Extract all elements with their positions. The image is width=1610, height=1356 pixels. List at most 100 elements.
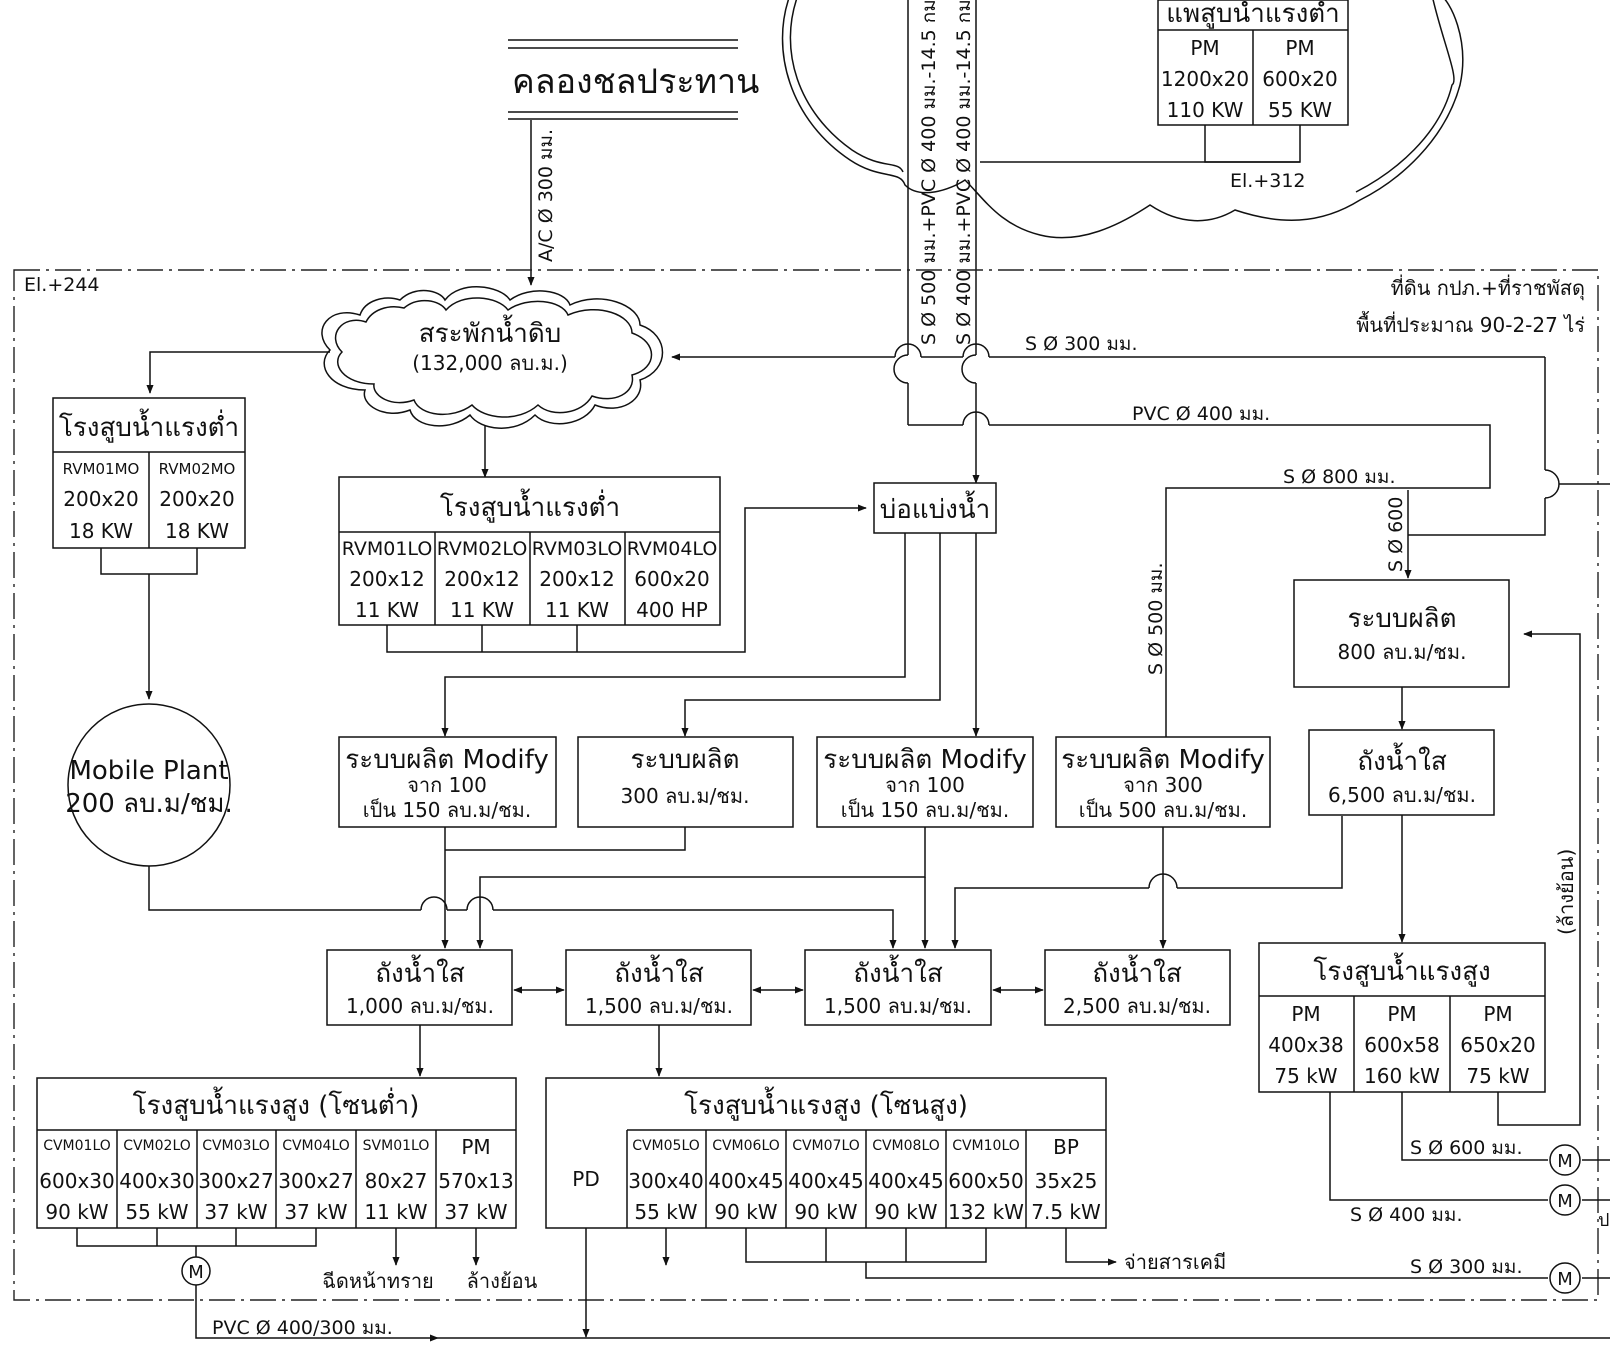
tank-5: ถังน้ำใส 6,500 ลบ.ม/ชม.: [1308, 729, 1495, 816]
hpr-u2-power: 160 kW: [1364, 1064, 1440, 1088]
high-pump-high-zone: โรงสูบน้ำแรงสูง (โซนสูง) PD CVM05LO 300x…: [545, 1077, 1107, 1229]
float-u1-power: 110 KW: [1167, 98, 1244, 122]
tank-3-title: ถังน้ำใส: [853, 954, 943, 989]
mobile-plant-line2: 200 ลบ.ม/ชม.: [65, 789, 233, 819]
meter-low-zone-label: M: [188, 1262, 204, 1283]
mobile-plant-line1: Mobile Plant: [69, 756, 228, 786]
pipe-v2-label: S Ø 400 มม.+PVC Ø 400 มม.-14.5 กม.: [953, 0, 975, 345]
output-chemical-label: จ่ายสารเคมี: [1124, 1250, 1226, 1274]
float-u2-type: PM: [1285, 36, 1314, 60]
hpr-u3-size: 650x20: [1460, 1033, 1535, 1057]
hphz-u5-power: 132 kW: [948, 1200, 1024, 1224]
hphz-u2-size: 400x45: [708, 1169, 783, 1193]
raw-pond-capacity: (132,000 ลบ.ม.): [412, 351, 568, 375]
pipe-s400-out-label: S Ø 400 มม.: [1350, 1204, 1463, 1226]
meter-s600: M: [1549, 1144, 1581, 1176]
pipe-s500-v-label: S Ø 500 มม.: [1145, 563, 1167, 676]
plant-5: ระบบผลิต 800 ลบ.ม/ชม.: [1293, 579, 1510, 688]
hphz-u3-power: 90 kW: [794, 1200, 857, 1224]
divider-label: บ่อแบ่งน้ำ: [880, 490, 990, 525]
hphz-pd: PD: [572, 1167, 599, 1191]
meter-s400: M: [1549, 1184, 1581, 1216]
hpr-u1-power: 75 kW: [1274, 1064, 1337, 1088]
pipe-s800-label: S Ø 800 มม.: [1283, 466, 1396, 488]
lpb-u3-size: 200x12: [539, 567, 614, 591]
low-pump-b-title: โรงสูบน้ำแรงต่ำ: [440, 488, 620, 523]
lpa-u1-size: 200x20: [63, 487, 138, 511]
site-elevation: El.+244: [24, 274, 100, 296]
tank-5-title: ถังน้ำใส: [1357, 742, 1447, 777]
hphz-u1-code: CVM05LO: [632, 1138, 700, 1154]
hphz-u4-size: 400x45: [868, 1169, 943, 1193]
corner-mark: ป: [1598, 1210, 1609, 1231]
canal-label: คลองชลประทาน: [512, 62, 759, 102]
land-line2: พื้นที่ประมาณ 90-2-27 ไร่: [1356, 311, 1585, 337]
plant-4-line2: จาก 300: [1123, 773, 1203, 797]
hpr-u2-type: PM: [1387, 1002, 1416, 1026]
tank-2: ถังน้ำใส 1,500 ลบ.ม/ชม.: [565, 949, 752, 1026]
plant-2: ระบบผลิต 300 ลบ.ม/ชม.: [577, 736, 794, 828]
hphz-title: โรงสูบน้ำแรงสูง (โซนสูง): [684, 1086, 968, 1121]
tank-1-title: ถังน้ำใส: [375, 954, 465, 989]
hplz-u2-code: CVM02LO: [123, 1138, 191, 1154]
hpr-u3-type: PM: [1483, 1002, 1512, 1026]
output-backwash-label: ล้างย้อน: [467, 1269, 538, 1293]
raw-pond-name: สระพักน้ำดิบ: [419, 314, 561, 349]
hpr-u1-type: PM: [1291, 1002, 1320, 1026]
hphz-u2-code: CVM06LO: [712, 1138, 780, 1154]
backwash-v-label: (ล้างย้อน): [1554, 849, 1578, 935]
tank-2-title: ถังน้ำใส: [614, 954, 704, 989]
raw-pond: สระพักน้ำดิบ (132,000 ลบ.ม.): [321, 286, 664, 429]
low-pump-b: โรงสูบน้ำแรงต่ำ RVM01LO 200x12 11 KW RVM…: [338, 476, 721, 626]
transmission-pipes: S Ø 500 มม.+PVC Ø 400 มม.-14.5 กม. S Ø 4…: [893, 0, 980, 484]
lpb-u3-code: RVM03LO: [532, 538, 623, 560]
tank-2-capacity: 1,500 ลบ.ม/ชม.: [585, 994, 733, 1018]
raw-pond-cloud: [321, 286, 664, 429]
hplz-u1-size: 600x30: [39, 1169, 114, 1193]
pipe-pvc400-label: PVC Ø 400 มม.: [1132, 403, 1270, 425]
tank-3: ถังน้ำใส 1,500 ลบ.ม/ชม.: [804, 949, 992, 1026]
tank-3-capacity: 1,500 ลบ.ม/ชม.: [824, 994, 972, 1018]
hplz-u5-size: 80x27: [365, 1169, 428, 1193]
output-sand-label: ฉีดหน้าทราย: [322, 1269, 434, 1293]
hplz-u4-code: CVM04LO: [282, 1138, 350, 1154]
hplz-u6-size: 570x13: [438, 1169, 513, 1193]
hphz-u5-code: CVM10LO: [952, 1138, 1020, 1154]
lpb-u2-power: 11 KW: [450, 598, 514, 622]
hphz-u4-code: CVM08LO: [872, 1138, 940, 1154]
meter-s300: M: [1549, 1262, 1581, 1294]
plant-5-title: ระบบผลิต: [1348, 604, 1457, 634]
meter-low-zone: M: [181, 1256, 211, 1286]
float-u1-type: PM: [1190, 36, 1219, 60]
tank-1: ถังน้ำใส 1,000 ลบ.ม/ชม.: [326, 949, 513, 1026]
float-u1-size: 1200x20: [1161, 67, 1249, 91]
pipe-s600-out-label: S Ø 600 มม.: [1410, 1137, 1523, 1159]
plant-3-line2: จาก 100: [885, 773, 965, 797]
high-pump-right-title: โรงสูบน้ำแรงสูง: [1313, 952, 1490, 987]
float-u2-power: 55 KW: [1268, 98, 1332, 122]
hphz-u3-size: 400x45: [788, 1169, 863, 1193]
hphz-u3-code: CVM07LO: [792, 1138, 860, 1154]
canal-pipe-label: A/C Ø 300 มม.: [535, 129, 557, 262]
tank-4-title: ถังน้ำใส: [1092, 954, 1182, 989]
hplz-u3-code: CVM03LO: [202, 1138, 270, 1154]
float-u2-size: 600x20: [1262, 67, 1337, 91]
meter-s300-label: M: [1557, 1269, 1573, 1290]
meter-s600-label: M: [1557, 1151, 1573, 1172]
pipe-s300-top-label: S Ø 300 มม.: [1025, 333, 1138, 355]
lpa-u2-power: 18 KW: [165, 519, 229, 543]
hphz-u1-size: 300x40: [628, 1169, 703, 1193]
hphz-u2-power: 90 kW: [714, 1200, 777, 1224]
hplz-u5-power: 11 kW: [364, 1200, 427, 1224]
lpb-u2-size: 200x12: [444, 567, 519, 591]
lpb-u4-power: 400 HP: [636, 598, 708, 622]
canal-group: คลองชลประทาน A/C Ø 300 มม.: [508, 39, 759, 286]
lpa-u1-code: RVM01MO: [63, 460, 140, 478]
land-line1: ที่ดิน กปภ.+ที่ราชพัสดุ: [1391, 274, 1585, 301]
plant-3-line3: เป็น 150 ลบ.ม/ชม.: [841, 797, 1009, 822]
plant-2-title: ระบบผลิต: [631, 745, 740, 775]
lpa-u2-size: 200x20: [159, 487, 234, 511]
high-pump-right: โรงสูบน้ำแรงสูง PM 400x38 75 kW PM 600x5…: [1258, 942, 1546, 1093]
site-boundary: [13, 269, 1599, 1301]
plant-3: ระบบผลิต Modify จาก 100 เป็น 150 ลบ.ม/ชม…: [816, 736, 1034, 828]
